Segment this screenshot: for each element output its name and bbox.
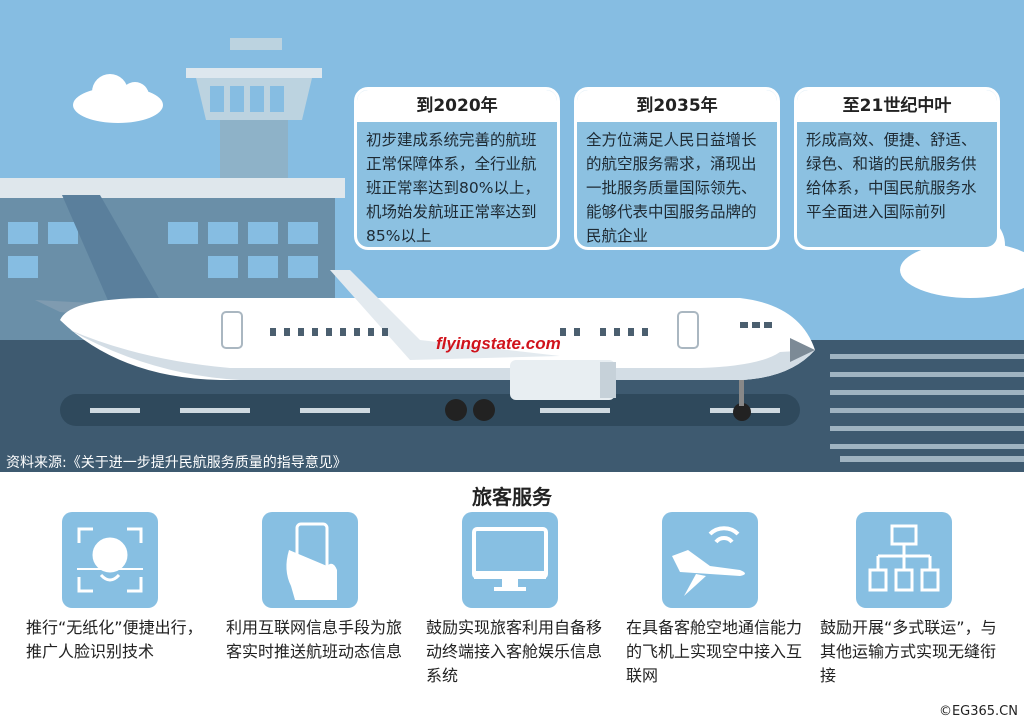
- copyright: ©EG365.CN: [938, 704, 1018, 719]
- airplane-wifi-icon: [662, 512, 758, 608]
- network-hierarchy-icon: [856, 512, 952, 608]
- watermark: flyingstate.com: [436, 334, 561, 353]
- service-item: 鼓励开展“多式联运”，与其他运输方式实现无缝衔接: [820, 512, 1000, 688]
- goal-text: 初步建成系统完善的航班正常保障体系，全行业航班正常率达到80%以上，机场始发航班…: [366, 131, 540, 245]
- goal-text: 全方位满足人民日益增长的航空服务需求，涌现出一批服务质量国际领先、能够代表中国服…: [586, 131, 757, 245]
- source-note: 资料来源:《关于进一步提升民航服务质量的指导意见》: [6, 455, 347, 471]
- goal-title: 到2020年: [357, 90, 557, 122]
- goal-card-2035: 到2035年 全方位满足人民日益增长的航空服务需求，涌现出一批服务质量国际领先、…: [574, 87, 780, 250]
- service-text: 在具备客舱空地通信能力的飞机上实现空中接入互联网: [626, 618, 803, 685]
- service-text: 推行“无纸化”便捷出行，推广人脸识别技术: [26, 618, 203, 661]
- airport-illustration: [0, 38, 1024, 472]
- section-title: 旅客服务: [472, 485, 552, 509]
- goal-card-2020: 到2020年 初步建成系统完善的航班正常保障体系，全行业航班正常率达到80%以上…: [354, 87, 560, 250]
- goal-title: 到2035年: [577, 90, 777, 122]
- service-item: 鼓励实现旅客利用自备移动终端接入客舱娱乐信息系统: [426, 512, 606, 688]
- goal-text: 形成高效、便捷、舒适、绿色、和谐的民航服务供给体系，中国民航服务水平全面进入国际…: [806, 131, 977, 221]
- service-text: 利用互联网信息手段为旅客实时推送航班动态信息: [226, 618, 403, 661]
- service-text: 鼓励开展“多式联运”，与其他运输方式实现无缝衔接: [820, 618, 997, 685]
- face-recognition-icon: [62, 512, 158, 608]
- service-item: 利用互联网信息手段为旅客实时推送航班动态信息: [226, 512, 406, 664]
- service-item: 在具备客舱空地通信能力的飞机上实现空中接入互联网: [626, 512, 806, 688]
- goal-card-mid-century: 至21世纪中叶 形成高效、便捷、舒适、绿色、和谐的民航服务供给体系，中国民航服务…: [794, 87, 1000, 250]
- smartphone-hand-icon: [262, 512, 358, 608]
- service-item: 推行“无纸化”便捷出行，推广人脸识别技术: [26, 512, 206, 664]
- monitor-icon: [462, 512, 558, 608]
- service-text: 鼓励实现旅客利用自备移动终端接入客舱娱乐信息系统: [426, 618, 603, 685]
- goal-title: 至21世纪中叶: [797, 90, 997, 122]
